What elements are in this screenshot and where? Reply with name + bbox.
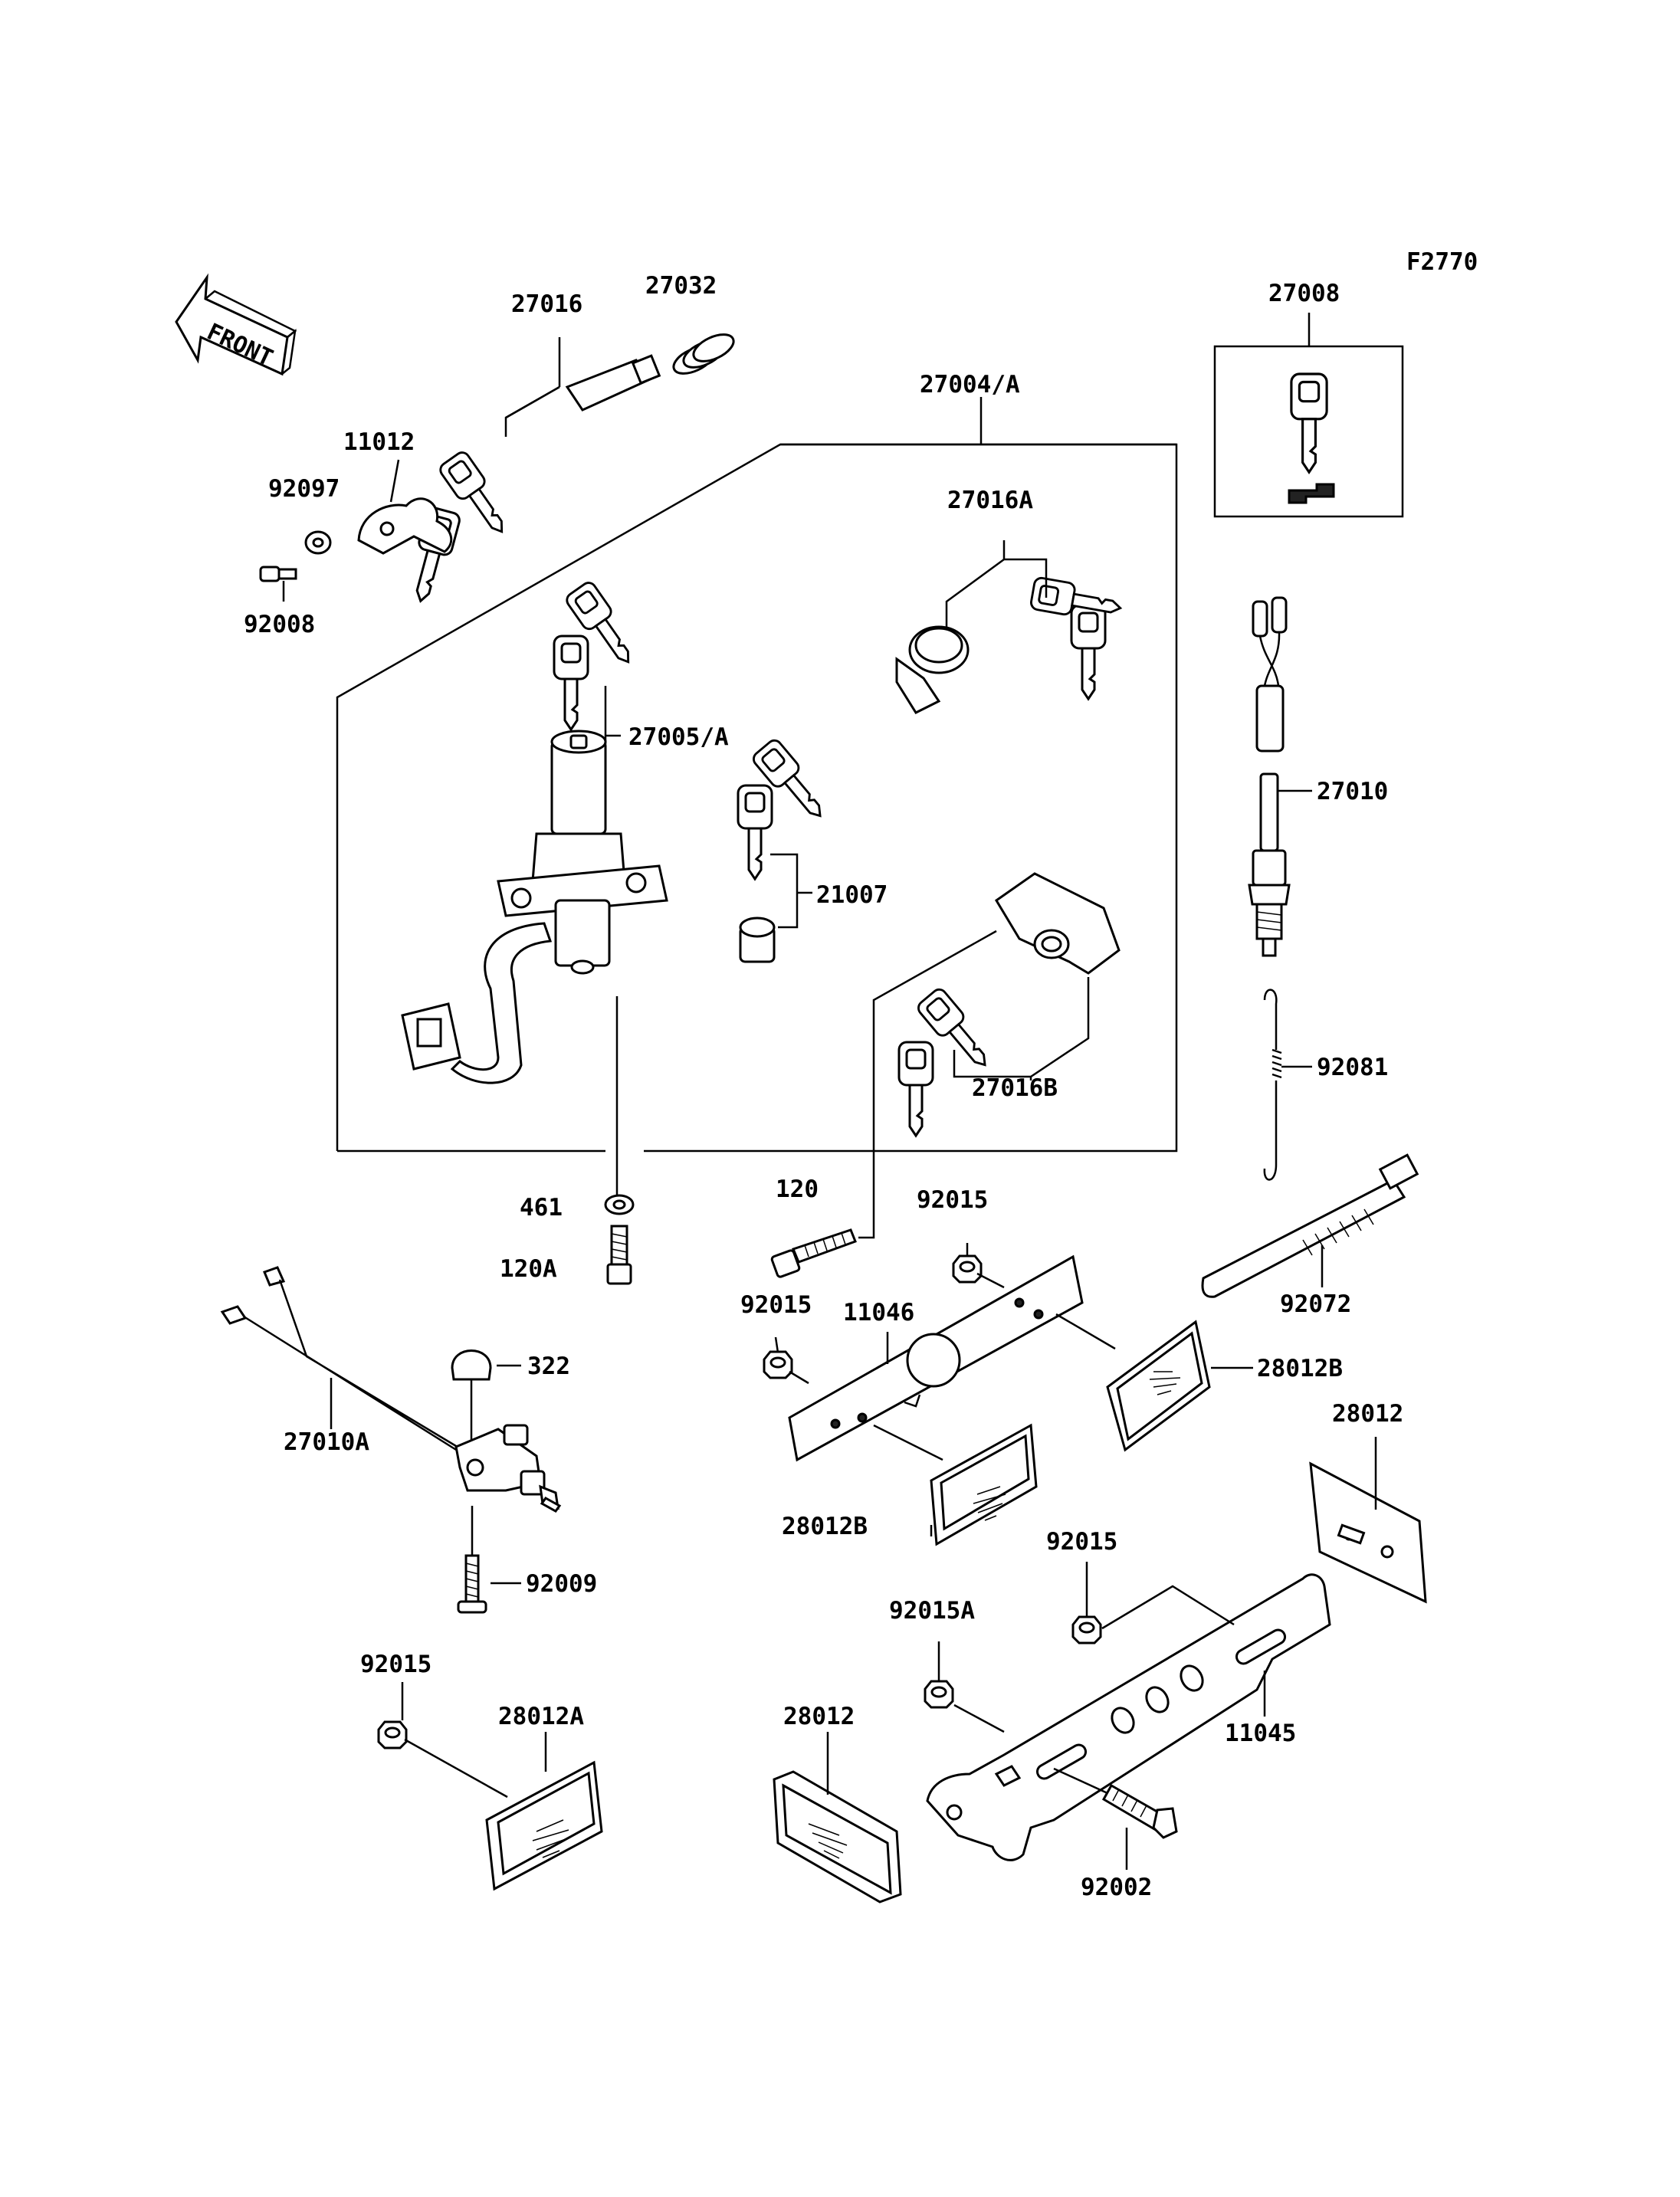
washer-92097-icon [304,530,332,555]
bolt-92002-icon [1053,1767,1178,1870]
callout-27016b: 27016B [972,1074,1058,1102]
lock-27016a-icon [895,540,1124,714]
callout-28012b-left: 28012B [782,1513,868,1540]
callout-28012a: 28012A [498,1703,584,1730]
callout-27032: 27032 [645,272,717,300]
callout-27010: 27010 [1317,778,1388,805]
assembly-27004a-boundary [336,397,1178,1153]
ignition-switch-27005a-icon [401,579,668,1084]
key-box-27008 [1213,313,1404,518]
spring-27032-icon [672,333,735,375]
bracket-11012-icon [357,459,453,555]
callout-92015-top: 92015 [917,1186,988,1214]
callout-120: 120 [776,1176,819,1203]
lock-21007-icon [737,736,834,963]
callout-21007: 21007 [816,881,888,909]
switch-27010-icon [1248,596,1312,957]
callout-322: 322 [527,1353,570,1380]
callout-27008: 27008 [1268,280,1340,307]
nut-92015-upper-icon [1071,1562,1235,1644]
callout-92008: 92008 [244,611,315,638]
callout-92072: 92072 [1280,1290,1351,1318]
callout-120a: 120A [500,1255,557,1283]
key-27008-icon [1288,372,1335,504]
callout-461: 461 [520,1194,563,1221]
reflector-28012b-left-icon [930,1423,1038,1546]
screw-92009-icon [457,1506,521,1614]
reflector-28012a-icon [377,1682,603,1891]
callout-27016: 27016 [511,290,582,318]
callout-92015-lower: 92015 [360,1651,431,1678]
callout-92097: 92097 [268,475,340,503]
reflector-28012b-right-icon [1106,1320,1253,1452]
front-arrow-icon: FRONT [175,273,297,376]
reflector-28012-right-icon [1309,1437,1427,1604]
switch-27010a-icon [220,1266,562,1513]
callout-28012-bottom: 28012 [783,1703,855,1730]
bracket-11045-icon [926,1573,1331,1861]
callout-27010a: 27010A [284,1428,369,1456]
cap-nut-322-icon [451,1349,521,1450]
callout-27004a: 27004/A [920,371,1020,398]
callout-92009: 92009 [526,1570,597,1598]
callout-27005a: 27005/A [628,723,729,751]
callout-labels: 27016 27032 27008 27004/A 11012 92097 92… [244,272,1403,1901]
washer-461-icon [604,1194,635,1215]
callout-27016a: 27016A [947,487,1033,514]
figure-code: F2770 [1406,248,1478,276]
bolt-120-icon [770,1228,857,1278]
key-set-27016-icon [403,337,661,607]
lock-27016b-icon [897,872,1121,1137]
callout-92002: 92002 [1081,1874,1152,1901]
plate-11046-icon [763,1243,1116,1462]
callout-92015a: 92015A [889,1597,975,1625]
callout-28012b-right: 28012B [1257,1355,1343,1382]
callout-92015-bracket: 92015 [1046,1528,1117,1556]
reflector-28012-bottom-icon [773,1732,902,1904]
callout-11046: 11046 [843,1299,914,1326]
spring-92081-icon [1263,989,1312,1181]
screw-92008-icon [259,566,297,602]
callout-92015-plate: 92015 [740,1291,812,1319]
cable-tie-92072-icon [1201,1153,1419,1298]
nut-92015a-icon [924,1641,1005,1733]
callout-11012: 11012 [343,428,415,456]
callout-28012-right: 28012 [1332,1400,1403,1428]
callout-11045: 11045 [1225,1720,1296,1747]
callout-92081: 92081 [1317,1054,1388,1081]
bolt-120a-icon [606,1225,632,1285]
